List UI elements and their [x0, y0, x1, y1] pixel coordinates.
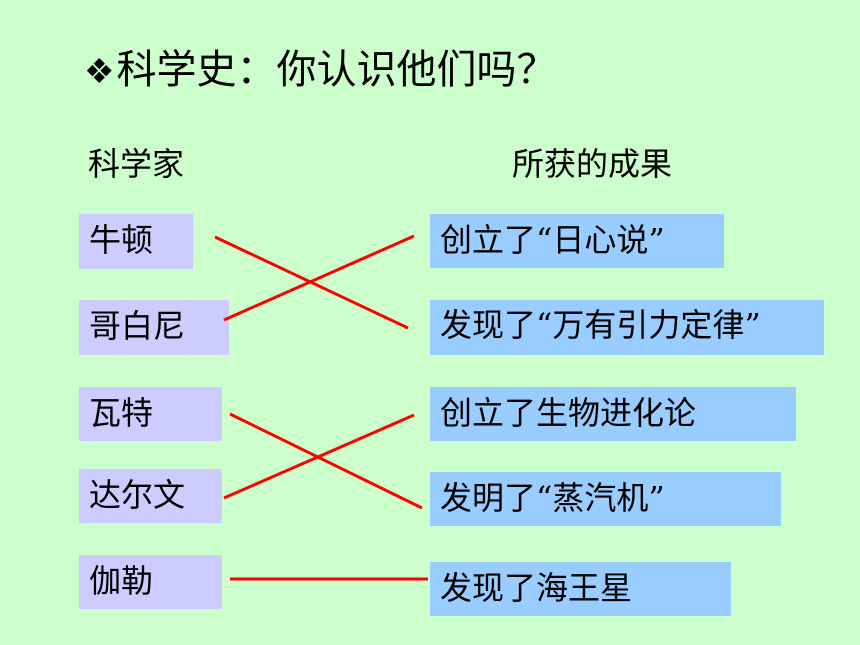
match-line-watt-steam-engine — [229, 412, 423, 510]
match-line-darwin-evolution — [223, 413, 415, 500]
slide-title: ❖科学史：你认识他们吗？ — [84, 42, 556, 100]
achievements-header: 所获的成果 — [512, 145, 673, 183]
achievement-box-evolution: 创立了生物进化论 — [430, 387, 796, 441]
scientist-box-galle: 伽勒 — [79, 555, 222, 609]
achievement-box-heliocentrism: 创立了“日心说” — [430, 214, 724, 268]
scientist-box-darwin: 达尔文 — [79, 469, 222, 523]
scientists-header: 科学家 — [88, 145, 185, 183]
title-text: 科学史：你认识他们吗？ — [116, 47, 557, 93]
scientist-box-copernicus: 哥白尼 — [79, 300, 229, 355]
achievement-box-neptune: 发现了海王星 — [430, 562, 731, 616]
scientist-box-newton: 牛顿 — [79, 214, 193, 269]
match-line-copernicus-heliocentrism — [223, 234, 415, 322]
achievement-box-steam-engine: 发明了“蒸汽机” — [430, 472, 781, 526]
match-line-newton-gravitation — [214, 235, 409, 330]
diamond-bullet-icon: ❖ — [84, 52, 115, 92]
achievement-box-gravitation: 发现了“万有引力定律” — [430, 300, 824, 355]
scientist-box-watt: 瓦特 — [79, 387, 222, 441]
